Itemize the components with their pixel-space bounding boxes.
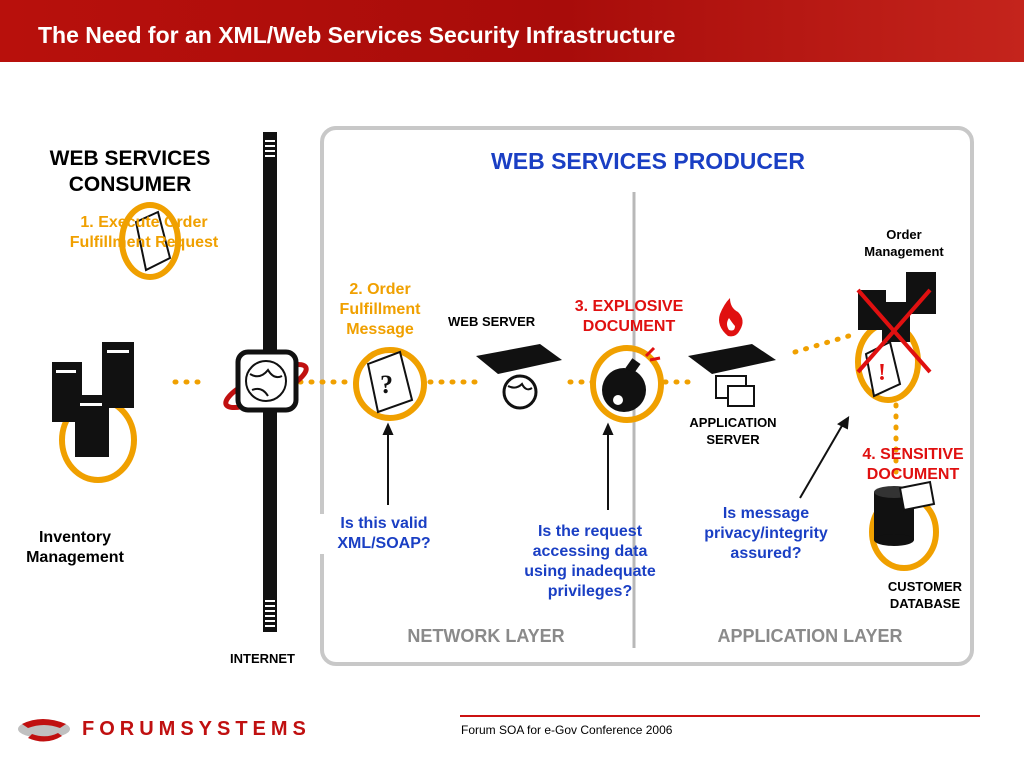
- inventory-servers-icon: [52, 342, 137, 483]
- network-layer-label: NETWORK LAYER: [407, 626, 565, 646]
- page-title: The Need for an XML/Web Services Securit…: [38, 22, 676, 48]
- explosive-bomb-icon: [590, 345, 664, 423]
- firewall-globe-icon: [223, 349, 309, 413]
- step2-label: 2. Order Fulfillment Message: [339, 281, 421, 338]
- title-bar: [0, 0, 1024, 62]
- producer-frame: [320, 126, 974, 666]
- customer-database-icon: [869, 480, 939, 571]
- step1-label: 1. Execute Order Fulfillment Request: [69, 214, 219, 251]
- footer-rule: [460, 715, 980, 717]
- forum-systems-logo-icon: [18, 719, 70, 742]
- internet-label: INTERNET: [230, 651, 295, 666]
- forum-systems-logo-text: FORUMSYSTEMS: [82, 718, 311, 740]
- step4-label: 4. SENSITIVE DOCUMENT: [862, 446, 964, 483]
- svg-text:?: ?: [380, 370, 393, 399]
- svg-text:!: !: [878, 360, 886, 386]
- customer-database-label: CUSTOMER DATABASE: [887, 579, 963, 611]
- question-arrows: [382, 415, 850, 510]
- application-layer-label: APPLICATION LAYER: [717, 626, 903, 646]
- request-document-icon: [119, 202, 181, 280]
- step3-label: 3. EXPLOSIVE DOCUMENT: [574, 298, 684, 335]
- question-privileges: Is the request accessing data using inad…: [524, 523, 656, 600]
- consumer-title: WEB SERVICES CONSUMER: [49, 147, 211, 196]
- flame-icon: [719, 298, 743, 337]
- order-management-servers-icon: !: [855, 272, 936, 403]
- web-server-label: WEB SERVER: [448, 314, 536, 329]
- web-server-icon: [476, 344, 562, 410]
- conference-label: Forum SOA for e-Gov Conference 2006: [461, 723, 673, 737]
- question-privacy-integrity: Is message privacy/integrity assured?: [704, 505, 828, 562]
- application-server-label: APPLICATION SERVER: [689, 415, 777, 447]
- inventory-management-label: Inventory Management: [26, 529, 124, 566]
- question-valid-xml: Is this valid XML/SOAP?: [320, 514, 448, 554]
- application-server-icon: [688, 344, 776, 407]
- producer-title: WEB SERVICES PRODUCER: [491, 148, 805, 174]
- order-management-label: Order Management: [864, 227, 944, 259]
- message-document-icon: ?: [353, 347, 427, 421]
